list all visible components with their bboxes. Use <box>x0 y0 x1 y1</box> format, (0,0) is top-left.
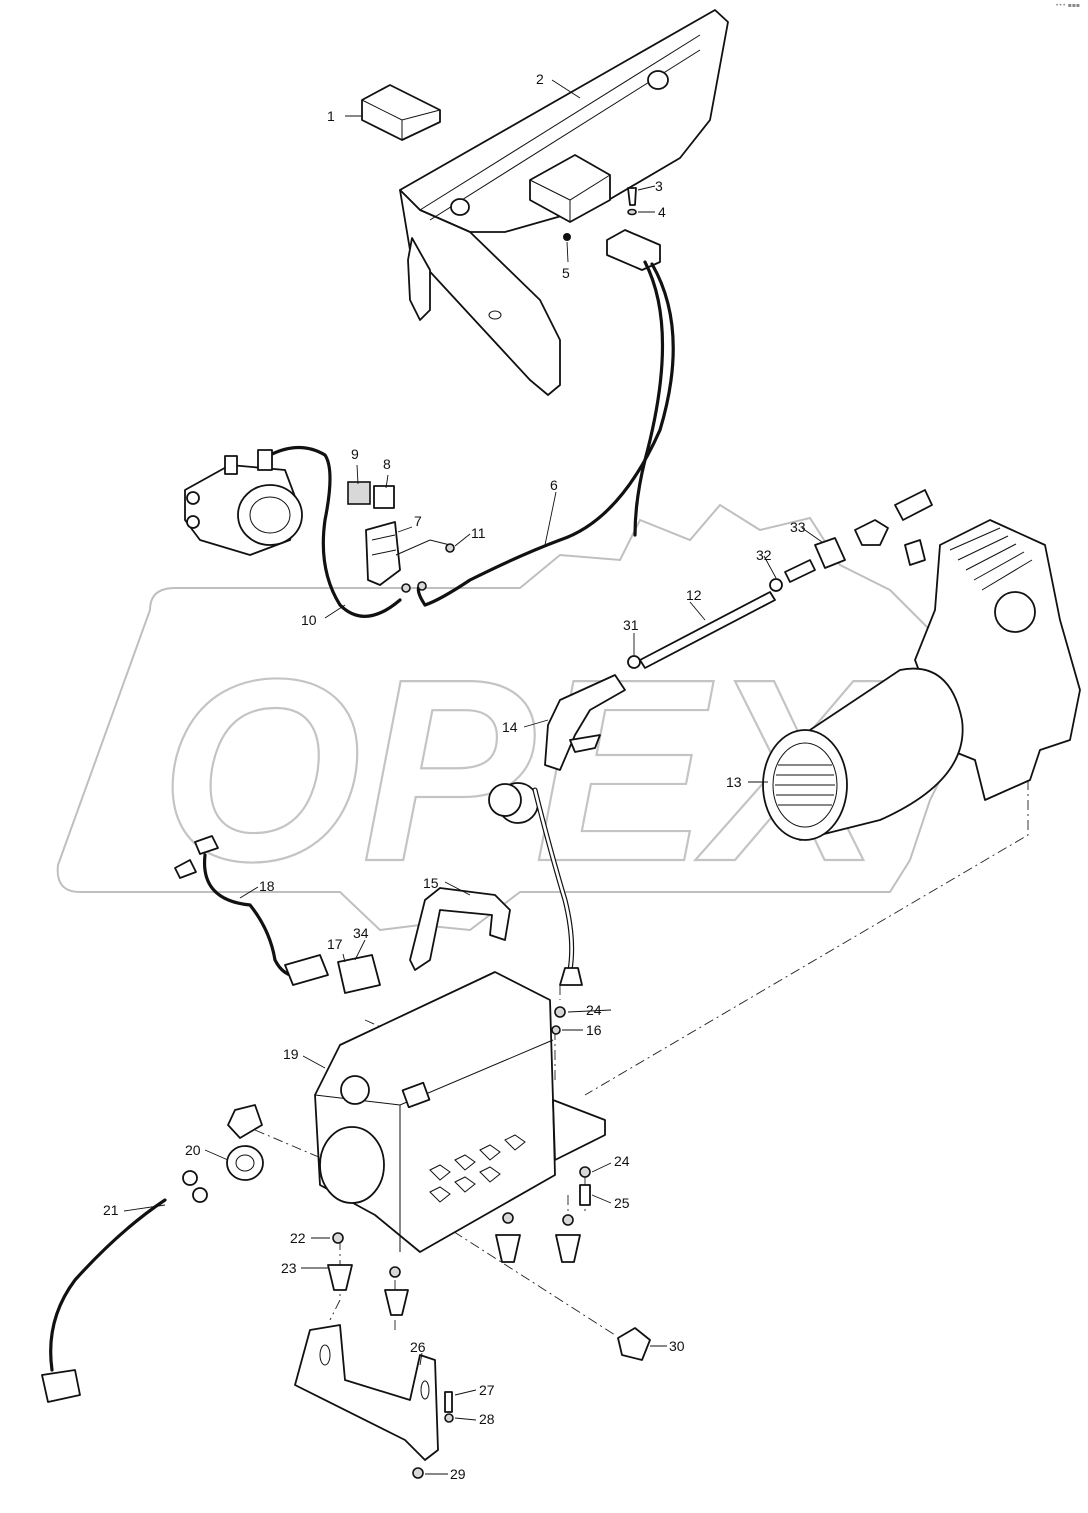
callout-27: 27 <box>479 1382 495 1398</box>
callout-8: 8 <box>383 456 391 472</box>
callout-29: 29 <box>450 1466 466 1482</box>
callout-4: 4 <box>658 204 666 220</box>
vent-holes <box>429 1134 526 1203</box>
callout-28: 28 <box>479 1411 495 1427</box>
callout-1: 1 <box>327 108 335 124</box>
carry-handle <box>409 887 511 971</box>
callout-16: 16 <box>586 1022 602 1038</box>
callout-11: 11 <box>471 525 486 541</box>
compressor-assembly <box>762 519 1081 841</box>
callout-13: 13 <box>726 774 742 790</box>
callout-22: 22 <box>290 1230 306 1246</box>
callout-14: 14 <box>502 719 518 735</box>
corner-mark: ••• ▪▪▪ <box>1055 2 1080 9</box>
callout-9: 9 <box>351 446 359 462</box>
callout-32: 32 <box>756 547 772 563</box>
leader-lines <box>123 79 823 1475</box>
rubber-feet <box>327 1006 591 1316</box>
callout-15: 15 <box>423 875 439 891</box>
callout-labels: 1 2 3 4 5 6 7 8 9 10 11 12 13 14 15 16 1… <box>103 71 806 1482</box>
callout-33: 33 <box>790 519 806 535</box>
callout-3: 3 <box>655 178 663 194</box>
callout-31: 31 <box>623 617 639 633</box>
callout-30: 30 <box>669 1338 685 1354</box>
mounting-bracket <box>294 1324 454 1479</box>
callout-24a: 24 <box>586 1002 602 1018</box>
callout-25: 25 <box>614 1195 630 1211</box>
switch-harness <box>174 835 381 994</box>
small-motor <box>184 449 303 556</box>
inflator-gun <box>488 674 626 986</box>
callout-2: 2 <box>536 71 544 87</box>
air-line <box>627 591 776 669</box>
knobs <box>227 1104 651 1361</box>
callout-7: 7 <box>414 513 422 529</box>
callout-21: 21 <box>103 1202 119 1218</box>
callout-20: 20 <box>185 1142 201 1158</box>
relay-block <box>347 481 455 593</box>
housing-panel <box>399 9 729 396</box>
callout-6: 6 <box>550 477 558 493</box>
callout-18: 18 <box>259 878 275 894</box>
callout-24b: 24 <box>614 1153 630 1169</box>
pipe-fittings <box>769 489 933 592</box>
gland-and-cable <box>41 1145 264 1403</box>
compressor-housing <box>314 971 606 1253</box>
callout-12: 12 <box>686 587 702 603</box>
callout-34: 34 <box>353 925 369 941</box>
callout-26: 26 <box>410 1339 426 1355</box>
callout-23: 23 <box>281 1260 297 1276</box>
cover-part <box>361 84 441 141</box>
screw-washer-set <box>563 187 637 241</box>
callout-19: 19 <box>283 1046 299 1062</box>
callout-5: 5 <box>562 265 570 281</box>
callout-17: 17 <box>327 936 343 952</box>
callout-10: 10 <box>301 612 317 628</box>
